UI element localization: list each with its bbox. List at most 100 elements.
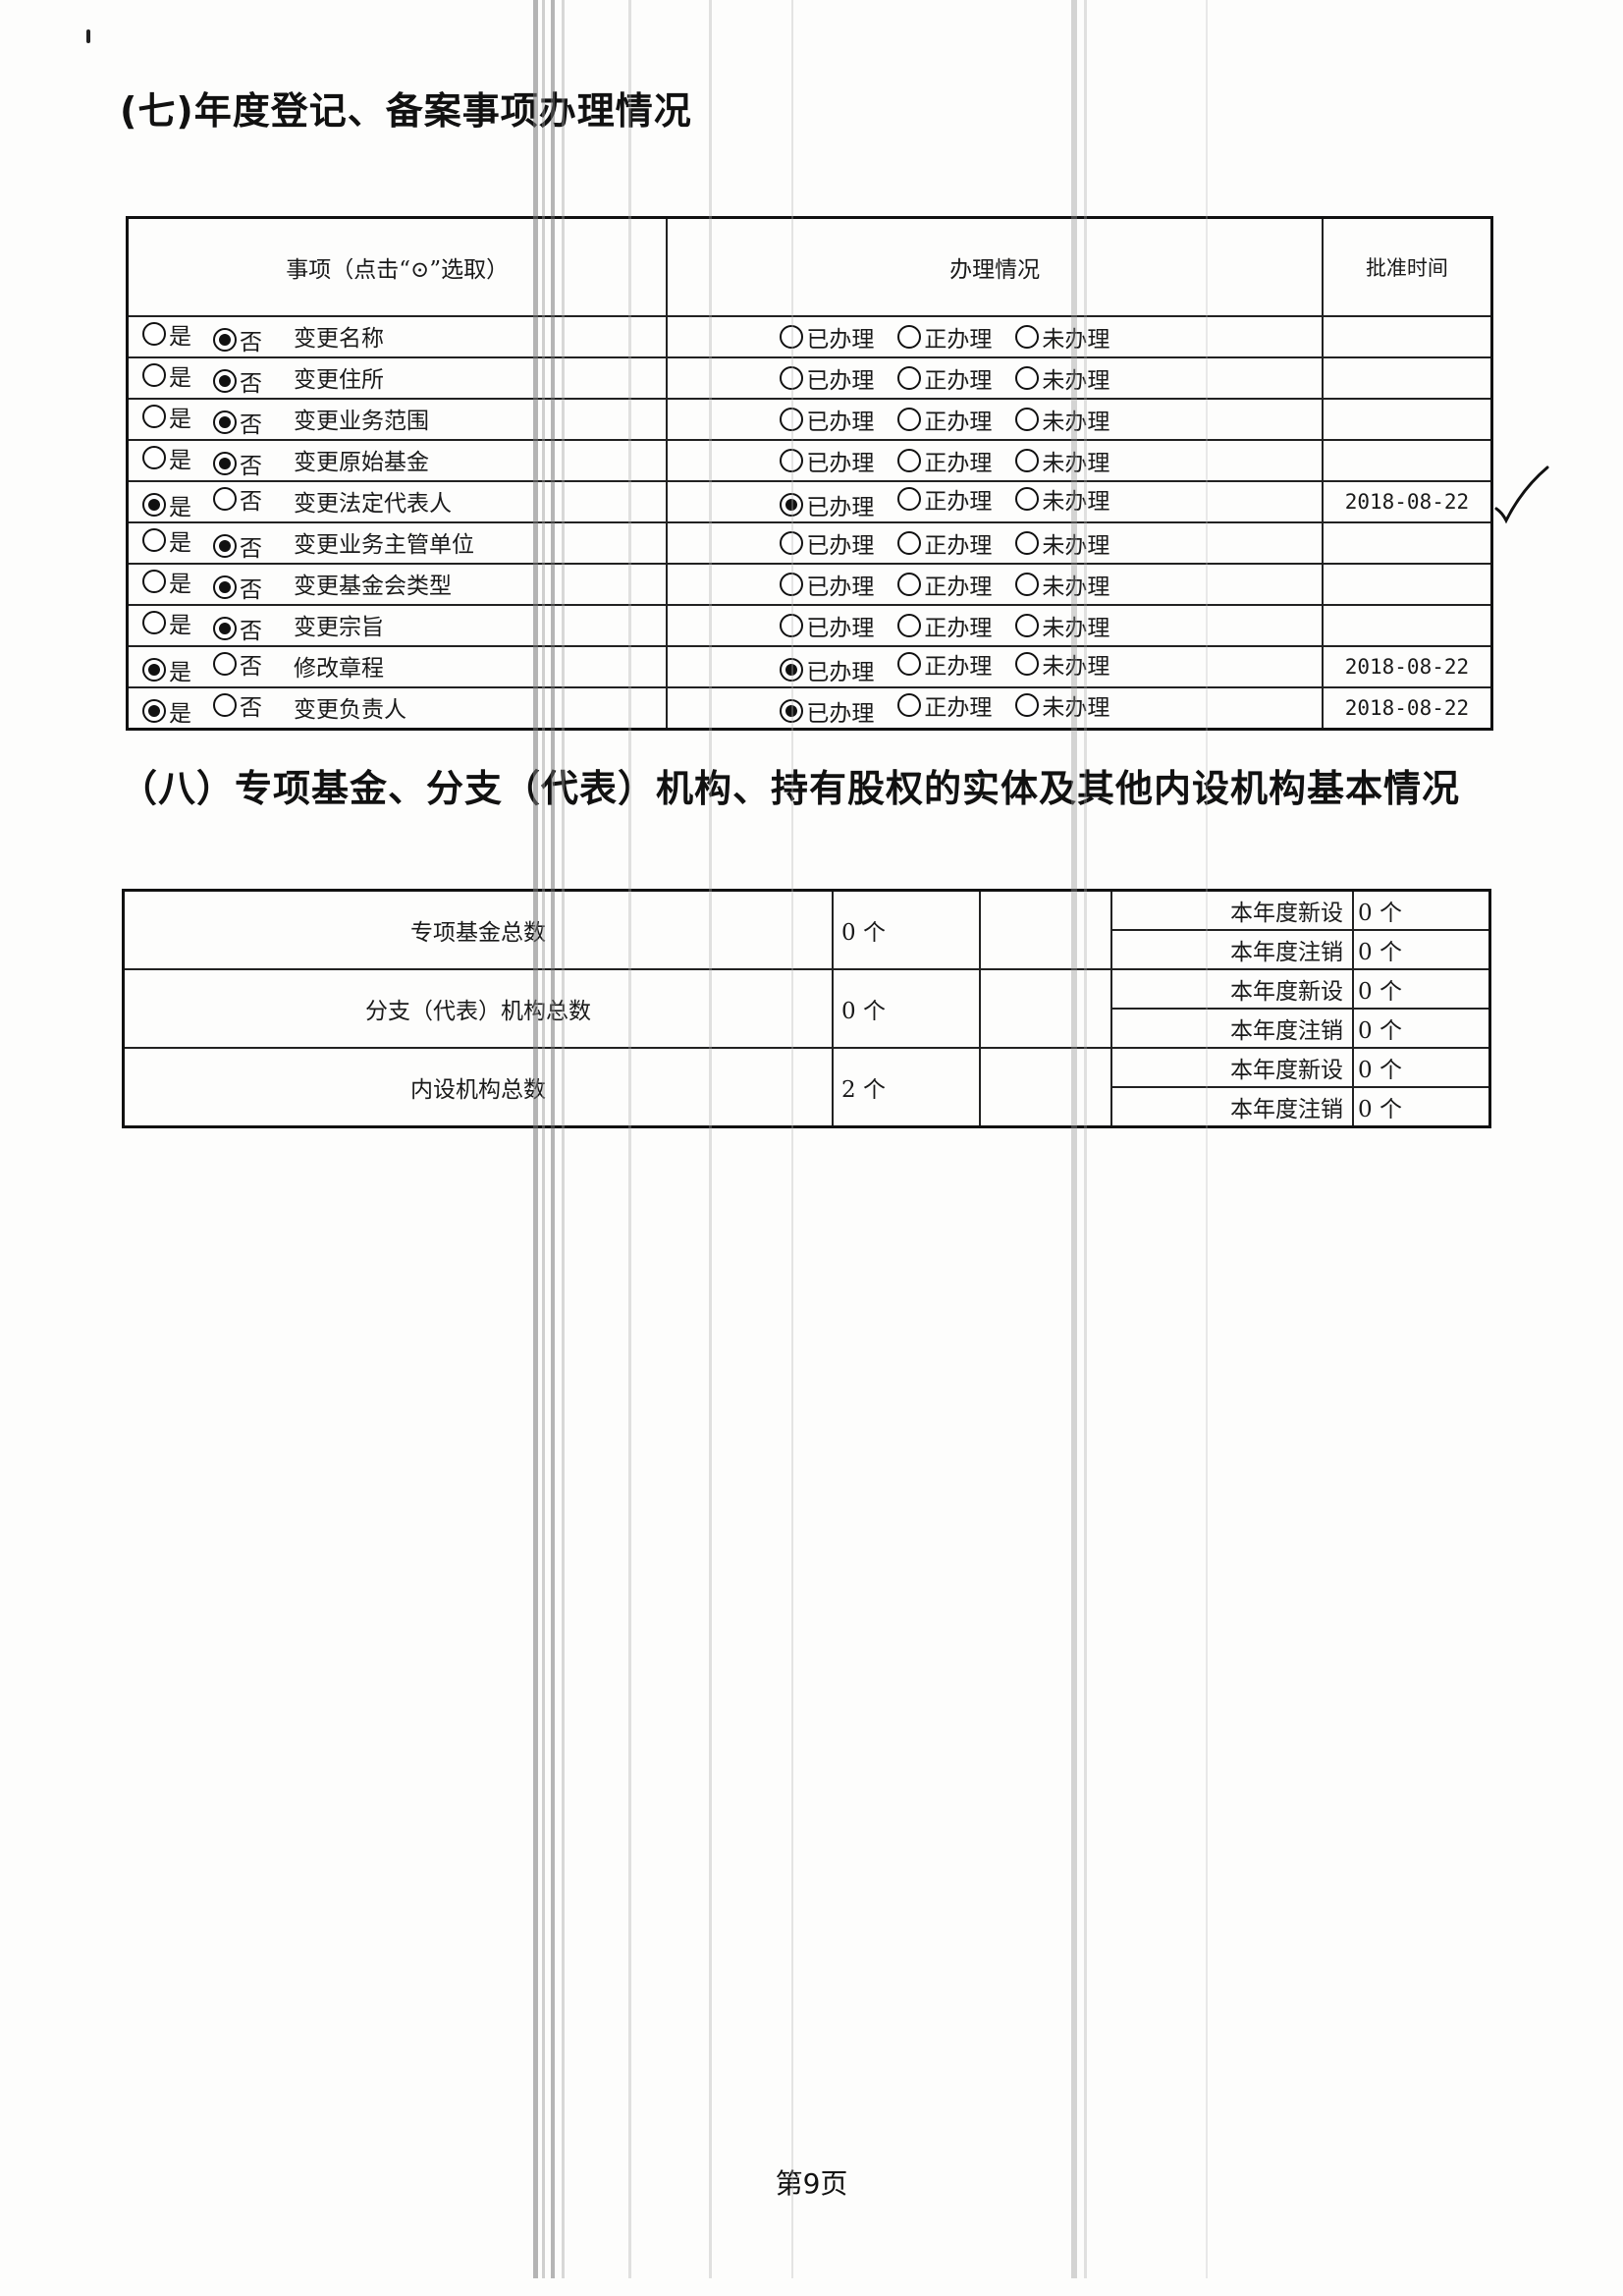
status-label: 未办理 <box>1042 326 1110 353</box>
item-cell: 是否变更宗旨 <box>126 604 669 647</box>
status-radio[interactable]: 已办理 <box>780 361 874 395</box>
status-label: 正办理 <box>924 695 993 721</box>
radio-icon <box>213 617 237 640</box>
no-radio[interactable]: 否 <box>213 529 262 563</box>
status-label: 未办理 <box>1042 574 1110 600</box>
radio-icon <box>780 658 804 682</box>
status-radio[interactable]: 正办理 <box>897 609 992 642</box>
registration-row: 是否变更业务主管单位已办理正办理未办理 <box>126 521 1493 565</box>
sub-value: 0 个 <box>1352 1046 1491 1089</box>
status-radio[interactable]: 未办理 <box>1015 403 1109 436</box>
no-radio[interactable]: 否 <box>213 482 262 516</box>
status-radio[interactable]: 未办理 <box>1015 444 1109 477</box>
item-cell: 是否 变更负责人 <box>126 686 669 731</box>
registration-row: 是否变更基金会类型已办理正办理未办理 <box>126 563 1493 606</box>
yes-radio[interactable]: 是 <box>142 523 191 557</box>
status-radio[interactable]: 未办理 <box>1015 568 1109 601</box>
status-radio[interactable]: 正办理 <box>897 361 992 395</box>
status-label: 未办理 <box>1042 532 1110 559</box>
status-radio[interactable]: 正办理 <box>897 568 992 601</box>
institution-label: 内设机构总数 <box>122 1047 834 1128</box>
status-radio[interactable]: 已办理 <box>780 444 874 477</box>
status-radio[interactable]: 正办理 <box>897 526 992 560</box>
status-radio[interactable]: 已办理 <box>780 653 874 686</box>
sub-value: 0 个 <box>1352 928 1491 971</box>
status-radio[interactable]: 未办理 <box>1015 688 1109 722</box>
no-radio[interactable]: 否 <box>213 688 262 722</box>
radio-icon <box>897 613 922 637</box>
registration-row: 是否变更名称已办理正办理未办理 <box>126 315 1493 358</box>
status-radio[interactable]: 已办理 <box>780 526 874 560</box>
no-radio[interactable]: 否 <box>213 612 262 645</box>
radio-icon <box>142 570 166 593</box>
no-label: 否 <box>240 454 262 479</box>
status-radio[interactable]: 未办理 <box>1015 647 1109 681</box>
no-radio[interactable]: 否 <box>213 447 262 480</box>
status-radio[interactable]: 正办理 <box>897 403 992 436</box>
sub-value: 0 个 <box>1352 968 1491 1010</box>
status-radio[interactable]: 已办理 <box>780 403 874 436</box>
no-radio[interactable]: 否 <box>213 364 262 398</box>
radio-icon <box>780 365 804 390</box>
status-radio[interactable]: 正办理 <box>897 647 992 681</box>
no-label: 否 <box>240 489 262 515</box>
status-radio[interactable]: 未办理 <box>1015 361 1109 395</box>
status-radio[interactable]: 未办理 <box>1015 609 1109 642</box>
status-radio[interactable]: 正办理 <box>897 320 992 354</box>
institution-label: 专项基金总数 <box>122 889 834 970</box>
status-label: 未办理 <box>1042 489 1110 515</box>
status-label: 已办理 <box>806 495 875 520</box>
yes-radio[interactable]: 是 <box>142 358 191 392</box>
item-cell: 是否变更业务主管单位 <box>126 521 669 565</box>
radio-icon <box>213 693 237 717</box>
status-label: 未办理 <box>1042 695 1110 721</box>
status-radio[interactable]: 正办理 <box>897 688 992 722</box>
item-name: 修改章程 <box>294 656 384 682</box>
yes-radio[interactable]: 是 <box>142 653 191 686</box>
approval-date <box>1321 563 1493 606</box>
yes-radio[interactable]: 是 <box>142 565 191 598</box>
item-name: 变更原始基金 <box>294 450 429 475</box>
item-name: 变更负责人 <box>294 697 406 723</box>
status-radio[interactable]: 正办理 <box>897 482 992 516</box>
status-radio[interactable]: 已办理 <box>780 488 874 521</box>
status-label: 已办理 <box>806 326 875 353</box>
status-label: 已办理 <box>806 615 875 641</box>
yes-radio[interactable]: 是 <box>142 441 191 474</box>
status-radio[interactable]: 未办理 <box>1015 320 1109 354</box>
status-radio[interactable]: 正办理 <box>897 444 992 477</box>
yes-radio[interactable]: 是 <box>142 694 191 728</box>
status-radio[interactable]: 已办理 <box>780 568 874 601</box>
status-radio[interactable]: 已办理 <box>780 609 874 642</box>
status-label: 正办理 <box>924 574 993 600</box>
item-cell: 是否变更业务范围 <box>126 398 669 441</box>
sub-label: 本年度新设 <box>1110 968 1354 1010</box>
yes-label: 是 <box>169 324 191 350</box>
no-label: 否 <box>240 536 262 562</box>
radio-icon <box>213 369 237 393</box>
radio-icon <box>780 572 804 596</box>
yes-radio[interactable]: 是 <box>142 606 191 639</box>
status-radio[interactable]: 已办理 <box>780 320 874 354</box>
status-radio[interactable]: 已办理 <box>780 694 874 728</box>
yes-radio[interactable]: 是 <box>142 400 191 433</box>
no-radio[interactable]: 否 <box>213 323 262 356</box>
radio-icon <box>142 658 166 682</box>
yes-radio[interactable]: 是 <box>142 317 191 351</box>
yes-radio[interactable]: 是 <box>142 488 191 521</box>
radio-icon <box>780 699 804 723</box>
status-label: 未办理 <box>1042 367 1110 394</box>
radio-icon <box>1015 324 1040 349</box>
no-radio[interactable]: 否 <box>213 571 262 604</box>
no-label: 否 <box>240 412 262 438</box>
registration-table: 事项（点击“⊙”选取） 办理情况 批准时间 是否变更名称已办理正办理未办理是否变… <box>126 216 1493 731</box>
status-radio[interactable]: 未办理 <box>1015 526 1109 560</box>
no-radio[interactable]: 否 <box>213 647 262 681</box>
status-label: 正办理 <box>924 409 993 435</box>
no-radio[interactable]: 否 <box>213 406 262 439</box>
status-radio[interactable]: 未办理 <box>1015 482 1109 516</box>
approval-date <box>1321 356 1493 400</box>
